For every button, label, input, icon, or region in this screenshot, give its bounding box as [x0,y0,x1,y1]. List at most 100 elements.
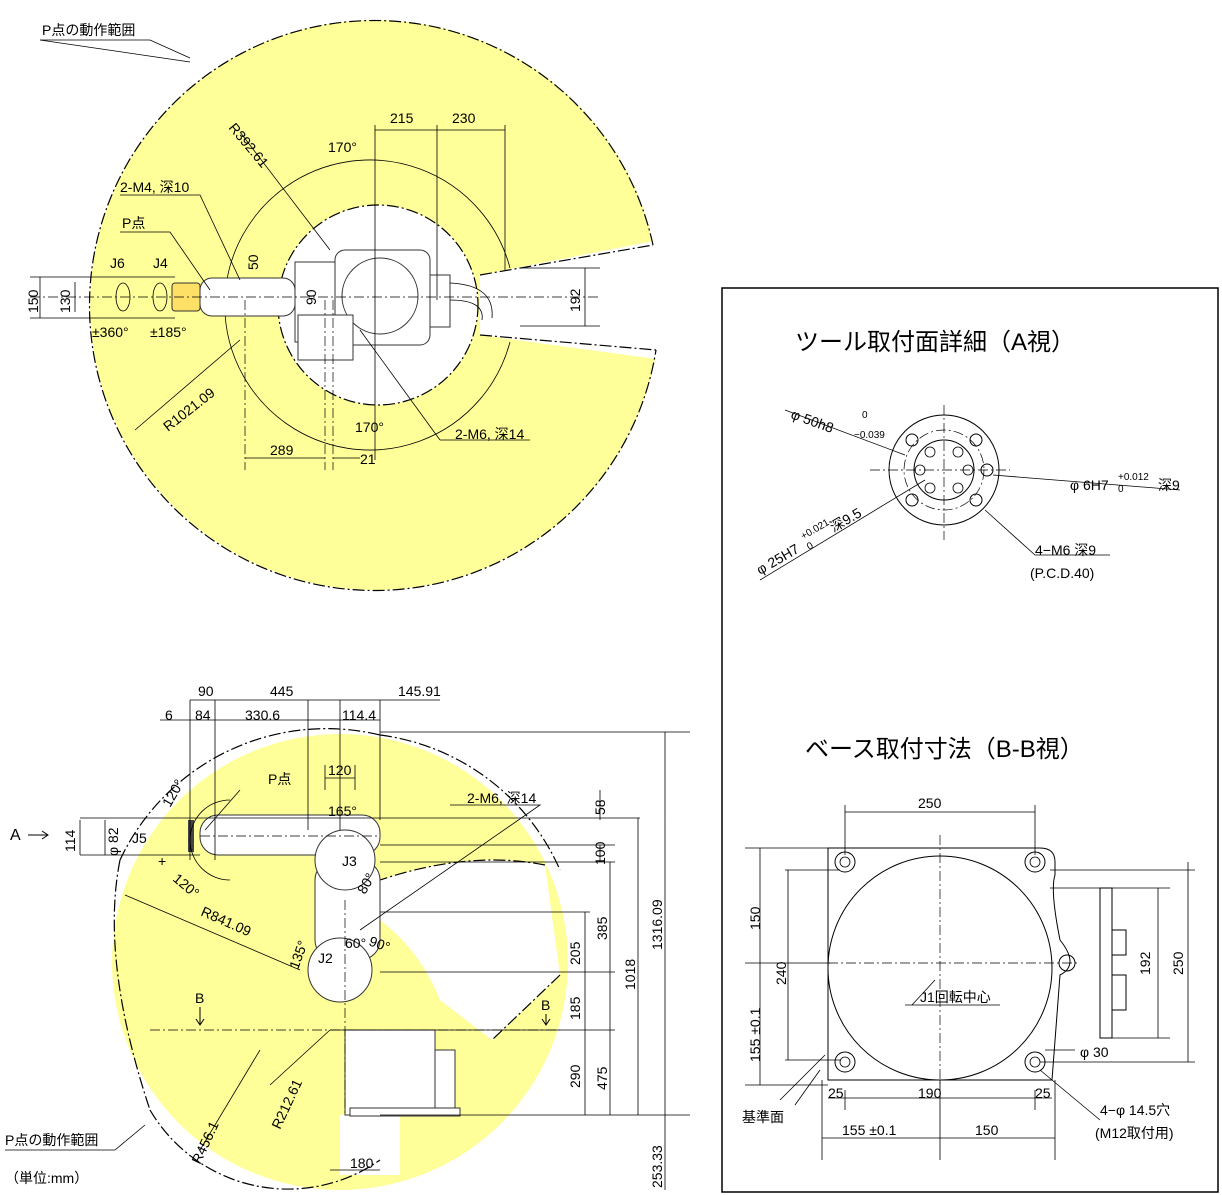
tol6-lower: 0 [1118,484,1124,495]
dim-230: 230 [452,110,476,126]
hole [905,493,919,507]
tol50-lower: −0.039 [854,430,885,441]
dim-6: 6 [165,707,173,723]
j1-center-label: J1回転中心 [920,989,991,1005]
top-wedge-outline [479,244,657,351]
side-view: 90 445 145.91 6 84 330.6 114.4 120 P点 12… [5,683,690,1190]
tol6-upper: +0.012 [1118,472,1149,483]
j3-label: J3 [342,853,357,869]
mount-holes-label: 4−φ 14.5穴 [1100,1102,1170,1118]
dim-1316: 1316.09 [649,899,665,950]
dim-155-horizontal: 155 ±0.1 [842,1122,897,1138]
dim-289: 289 [270,442,294,458]
j2-joint [307,937,373,1003]
top-view: P点の動作範囲 215 230 R392.61 170° 2-M4, 深10 P… [25,19,700,592]
dim-25a: 25 [828,1085,844,1101]
connector [1111,974,1127,1011]
dim-84: 84 [195,707,211,723]
top-inner-outline [277,204,479,406]
side-void-base [340,1115,400,1175]
side-base-plate [349,1107,461,1117]
angle-170a: 170° [328,139,357,155]
top-range-label: P点の動作範囲 [42,22,135,38]
j3-joint [314,829,376,891]
m12-label: (M12取付用) [1095,1125,1174,1141]
angle-165: 165° [328,803,357,819]
dim-1018: 1018 [622,959,638,990]
j6-label: J6 [110,255,125,271]
p-point-label-side: P点 [268,771,291,787]
dim-215: 215 [390,110,414,126]
phi25-group: φ 25H7 +0.021 0 深9.5 [754,504,865,577]
dim-250-top: 250 [918,795,942,811]
j2-label: J2 [318,950,333,966]
dim-192-base: 192 [1137,951,1153,975]
hole [969,433,983,447]
dim-lines-left [30,267,600,459]
centerlines [30,296,600,470]
dim-180: 180 [350,1155,374,1171]
p-point-label: P点 [122,215,145,231]
base-plate-detail [745,805,1195,1160]
side-centerlines [150,835,560,1115]
mount-hole-inner [839,1056,851,1068]
flange-centerlines [870,405,1010,540]
dim-130: 130 [57,289,73,313]
dim-192: 192 [567,288,583,312]
arm1-motor [297,314,354,361]
base-detail-title: ベース取付寸法（B-B視） [805,736,1084,763]
dim-290: 290 [567,1064,583,1088]
connector [1111,929,1127,956]
dim-150-base: 150 [747,906,763,930]
side-range-outline [119,728,561,1190]
side-void [380,860,560,1040]
mount-hole-inner [1029,1056,1041,1068]
j4-range: ±185° [150,324,187,340]
depth95-label: 深9.5 [827,504,864,535]
inner-hole [924,446,936,458]
dim-330: 330.6 [245,707,280,723]
angle-170b: 170° [355,419,384,435]
side-flange [188,820,194,852]
dim-253: 253.33 [649,1145,665,1188]
dim-190: 190 [918,1085,942,1101]
connector-panel [1099,887,1113,1039]
hole [905,433,919,447]
inner-hole [952,482,964,494]
dim-240: 240 [773,961,789,985]
mount-hole-inner [1029,856,1041,868]
view-a-arrow [28,830,49,840]
side-connector [434,1049,456,1111]
view-b-label-2: B [541,997,550,1013]
side-range-label: P点の動作範囲 [5,1132,98,1148]
dim-185: 185 [567,996,583,1020]
tol50-upper: 0 [862,410,868,421]
dim-150-horizontal: 150 [975,1122,999,1138]
leaders [120,131,530,441]
tool-detail-title: ツール取付面詳細（A視） [795,329,1075,356]
j5-arc [189,799,231,881]
angle-60: 60° [345,935,366,951]
dim-155-vertical: 155 ±0.1 [747,1007,763,1062]
dim-114-4: 114.4 [342,707,376,723]
dim-lines-top [374,125,506,460]
dim-phi82: φ 82 [105,827,121,856]
pcd-label: (P.C.D.40) [1030,565,1094,581]
angle-90: 90° [367,933,392,955]
mount-hole [834,1051,856,1073]
base-dims [745,805,1195,1160]
dim-90: 90 [303,289,319,305]
dim-114: 114 [62,829,78,852]
m6-tool-label: 4−M6 深9 [1035,542,1096,558]
detail-panel: ツール取付面詳細（A視） φ 50h8 0 −0.039 φ 6H7 +0.01… [721,287,1219,1193]
inner-hole [952,446,964,458]
base-centerlines [828,835,1080,1085]
base-connector [429,274,451,328]
mount-hole-inner [839,856,851,868]
dim-250-right: 250 [1170,951,1186,975]
range-leader [39,39,191,63]
dim-150: 150 [25,289,41,313]
dim-58: 58 [592,799,608,815]
phi30-label: φ 30 [1080,1044,1109,1060]
